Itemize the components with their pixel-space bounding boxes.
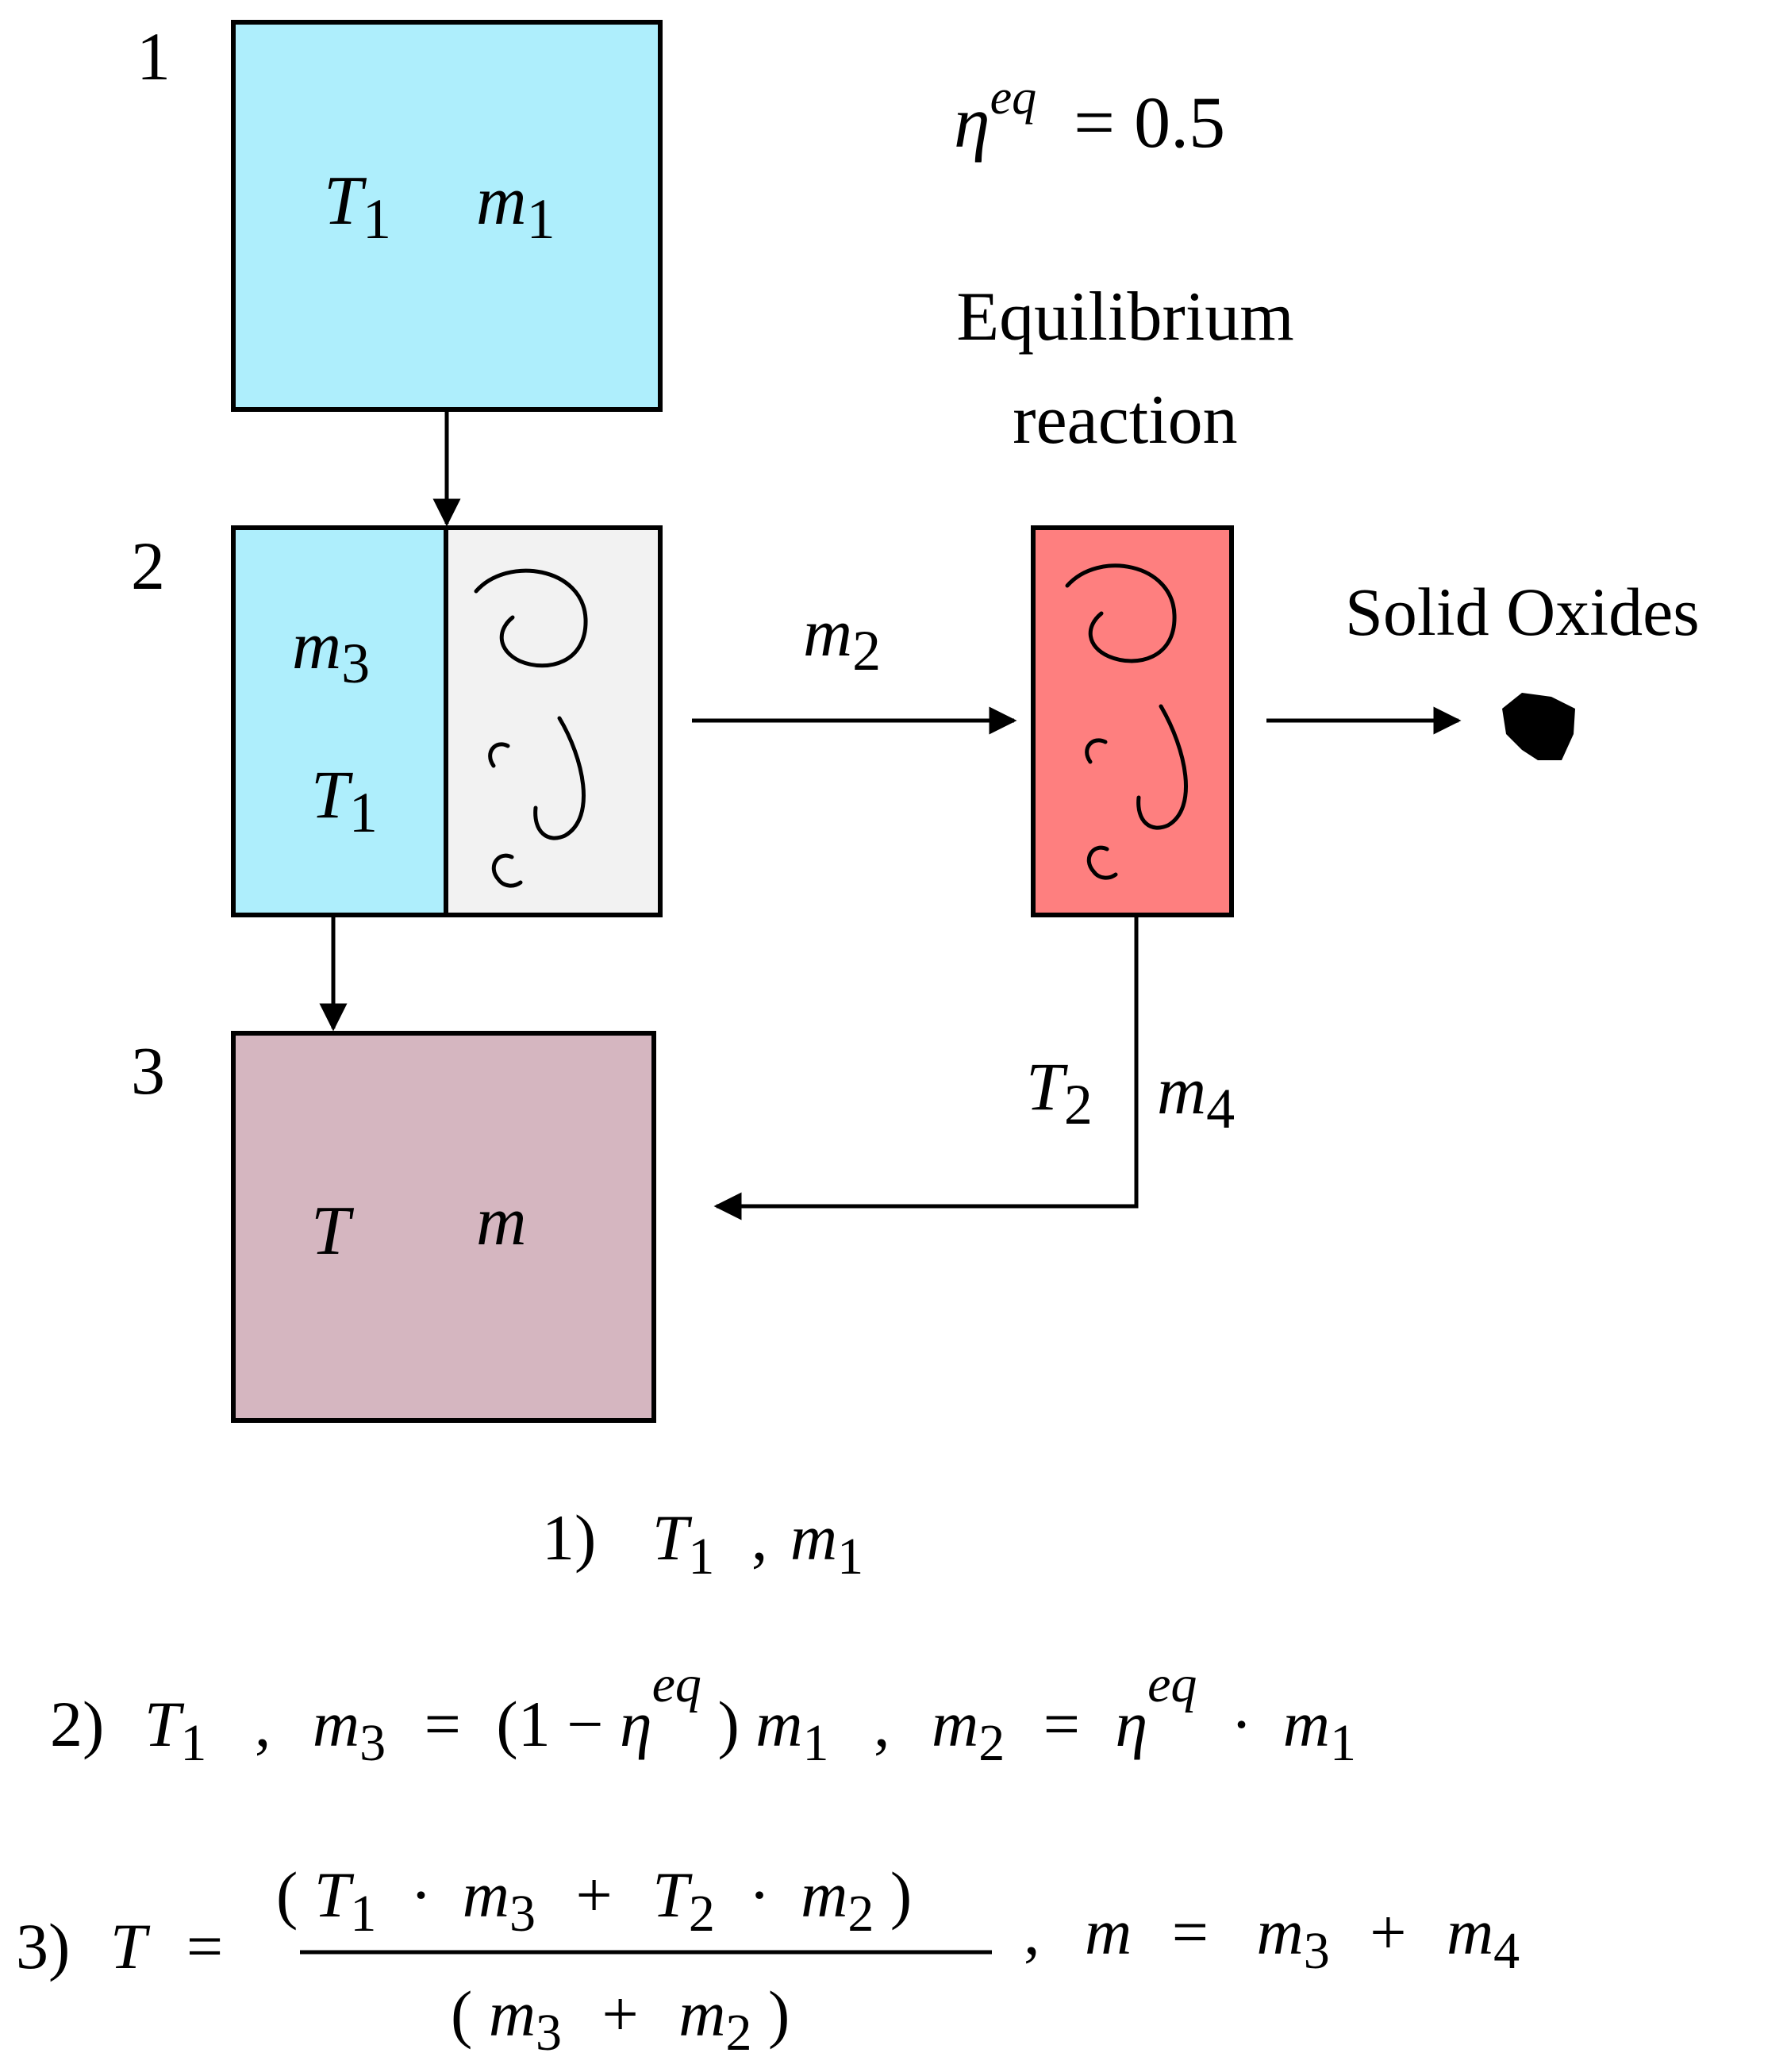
- flow-m2-label: m2: [803, 594, 881, 682]
- flow-m4-label: m4: [1157, 1052, 1235, 1140]
- box-1: [231, 20, 663, 412]
- equilibrium-label-line-2: reaction: [1013, 382, 1237, 459]
- equation-3-denominator: ( m3 + m2 ): [451, 1978, 790, 2064]
- swirl-icons-reactor: [1065, 563, 1188, 880]
- swirl-icons-box-2: [474, 568, 588, 888]
- box-2-liquid: [231, 525, 448, 917]
- box-3: [231, 1031, 656, 1423]
- equation-3-lhs: 3) T =: [16, 1910, 223, 1982]
- equation-3-rhs: , m = m3 + m4: [1024, 1896, 1520, 1982]
- step-1-label: 1: [136, 18, 171, 94]
- box-3-t-label: T: [311, 1193, 355, 1270]
- solid-oxide-particle-icon: [1502, 693, 1575, 760]
- equation-1: 1) T1 , m1: [542, 1501, 863, 1588]
- box-1-label: T1 m1: [324, 163, 555, 254]
- solid-oxides-label: Solid Oxides: [1345, 574, 1700, 650]
- box-2-gas: [444, 525, 663, 917]
- return-path-reactor-to-3: [713, 915, 1139, 1221]
- equation-2: 2) T1 , m3 = (1 − ηeq ) m1 , m2 = ηeq · …: [50, 1643, 1356, 1774]
- equilibrium-label-line-1: Equilibrium: [956, 279, 1293, 356]
- step-3-label: 3: [131, 1032, 165, 1109]
- box-2-m3-label: m3: [292, 607, 370, 695]
- box-2-t1-label: T1: [311, 756, 378, 844]
- flow-t2-label: T2: [1026, 1048, 1093, 1136]
- step-2-label: 2: [131, 528, 165, 604]
- box-3-m-label: m: [476, 1183, 527, 1260]
- reactor-box: [1031, 525, 1234, 917]
- eta-equation: ηeq =0.5: [954, 48, 1225, 163]
- equation-3-numerator: ( T1 · m3 + T2 · m2 ): [276, 1859, 912, 1945]
